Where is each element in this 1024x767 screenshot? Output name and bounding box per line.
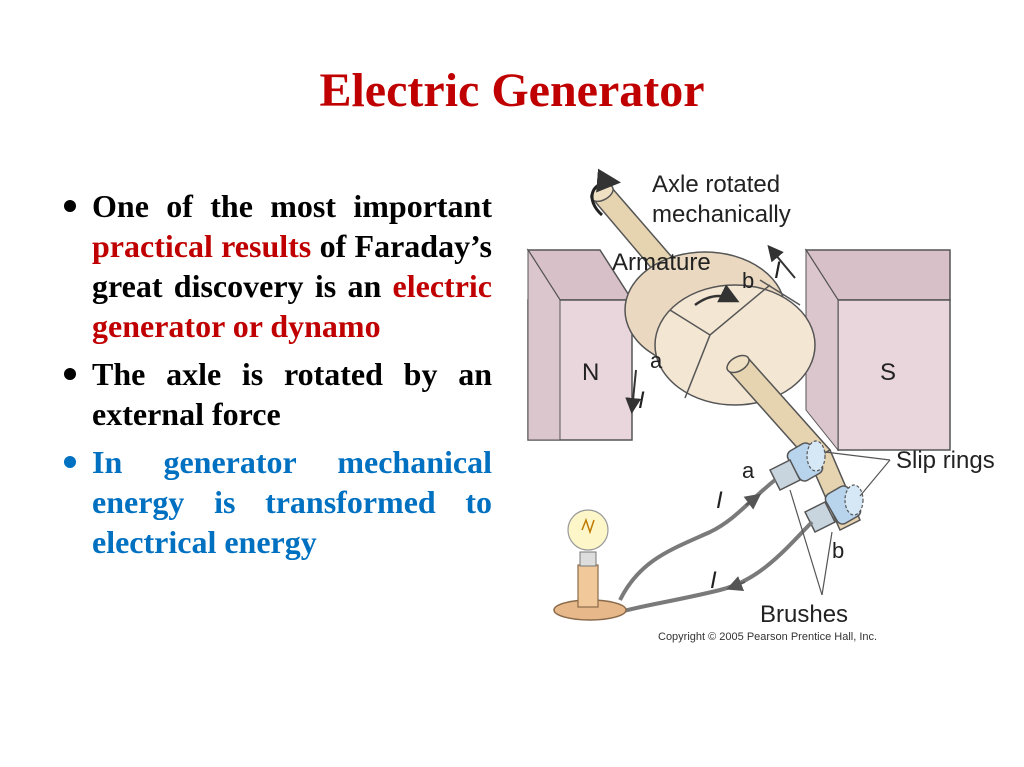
label-south: S bbox=[880, 359, 896, 386]
leader-lines bbox=[789, 451, 891, 596]
bullet-text: of Faraday’s great discovery is an bbox=[92, 228, 493, 304]
bullet-text: The axle is rotated by an external force bbox=[92, 356, 492, 432]
bullet-text: practical results bbox=[92, 228, 312, 264]
label-north: N bbox=[582, 359, 599, 386]
bullet-dot-icon bbox=[64, 456, 76, 468]
wires bbox=[618, 478, 814, 614]
armature-cylinder bbox=[624, 251, 816, 406]
bullet-item: One of the most important practical resu… bbox=[62, 186, 492, 346]
generator-diagram: Axle rotated mechanically Armature b I N… bbox=[526, 168, 995, 643]
bullet-dot-icon bbox=[64, 200, 76, 212]
label-i-top: I bbox=[774, 257, 781, 284]
label-armature: Armature bbox=[612, 249, 711, 276]
label-axle-line1: Axle rotated bbox=[652, 171, 780, 198]
slip-ring-b bbox=[824, 484, 864, 525]
bullet-dot-icon bbox=[64, 368, 76, 380]
label-i-wire-upper: I bbox=[716, 487, 723, 514]
copyright-text: Copyright © 2005 Pearson Prentice Hall, … bbox=[658, 631, 877, 643]
label-brushes: Brushes bbox=[760, 601, 848, 628]
south-magnet bbox=[804, 248, 951, 452]
slide-title: Electric Generator bbox=[319, 64, 705, 117]
label-slip-rings: Slip rings bbox=[896, 447, 995, 474]
bullet-text: electric generator or dynamo bbox=[92, 268, 492, 344]
current-arrow-left bbox=[625, 369, 642, 414]
label-b-lower: b bbox=[832, 538, 844, 563]
label-axle-line2: mechanically bbox=[652, 201, 791, 228]
label-a-lower: a bbox=[742, 458, 755, 483]
bullet-text: In generator mechanical energy is transf… bbox=[92, 444, 492, 560]
current-arrow-top bbox=[767, 244, 796, 279]
brushes bbox=[768, 458, 837, 534]
label-i-wire-lower: I bbox=[710, 567, 717, 594]
light-bulb bbox=[553, 509, 627, 621]
bullet-list: One of the most important practical resu… bbox=[62, 186, 492, 570]
label-b-top: b bbox=[742, 268, 754, 293]
label-a-mid: a bbox=[650, 348, 663, 373]
bullet-item: In generator mechanical energy is transf… bbox=[62, 442, 492, 562]
north-magnet bbox=[526, 248, 634, 441]
label-i-left: I bbox=[638, 387, 645, 414]
rotation-arrow-icon bbox=[590, 168, 621, 217]
bullet-text: One of the most important bbox=[92, 188, 492, 224]
bullet-item: The axle is rotated by an external force bbox=[62, 354, 492, 434]
